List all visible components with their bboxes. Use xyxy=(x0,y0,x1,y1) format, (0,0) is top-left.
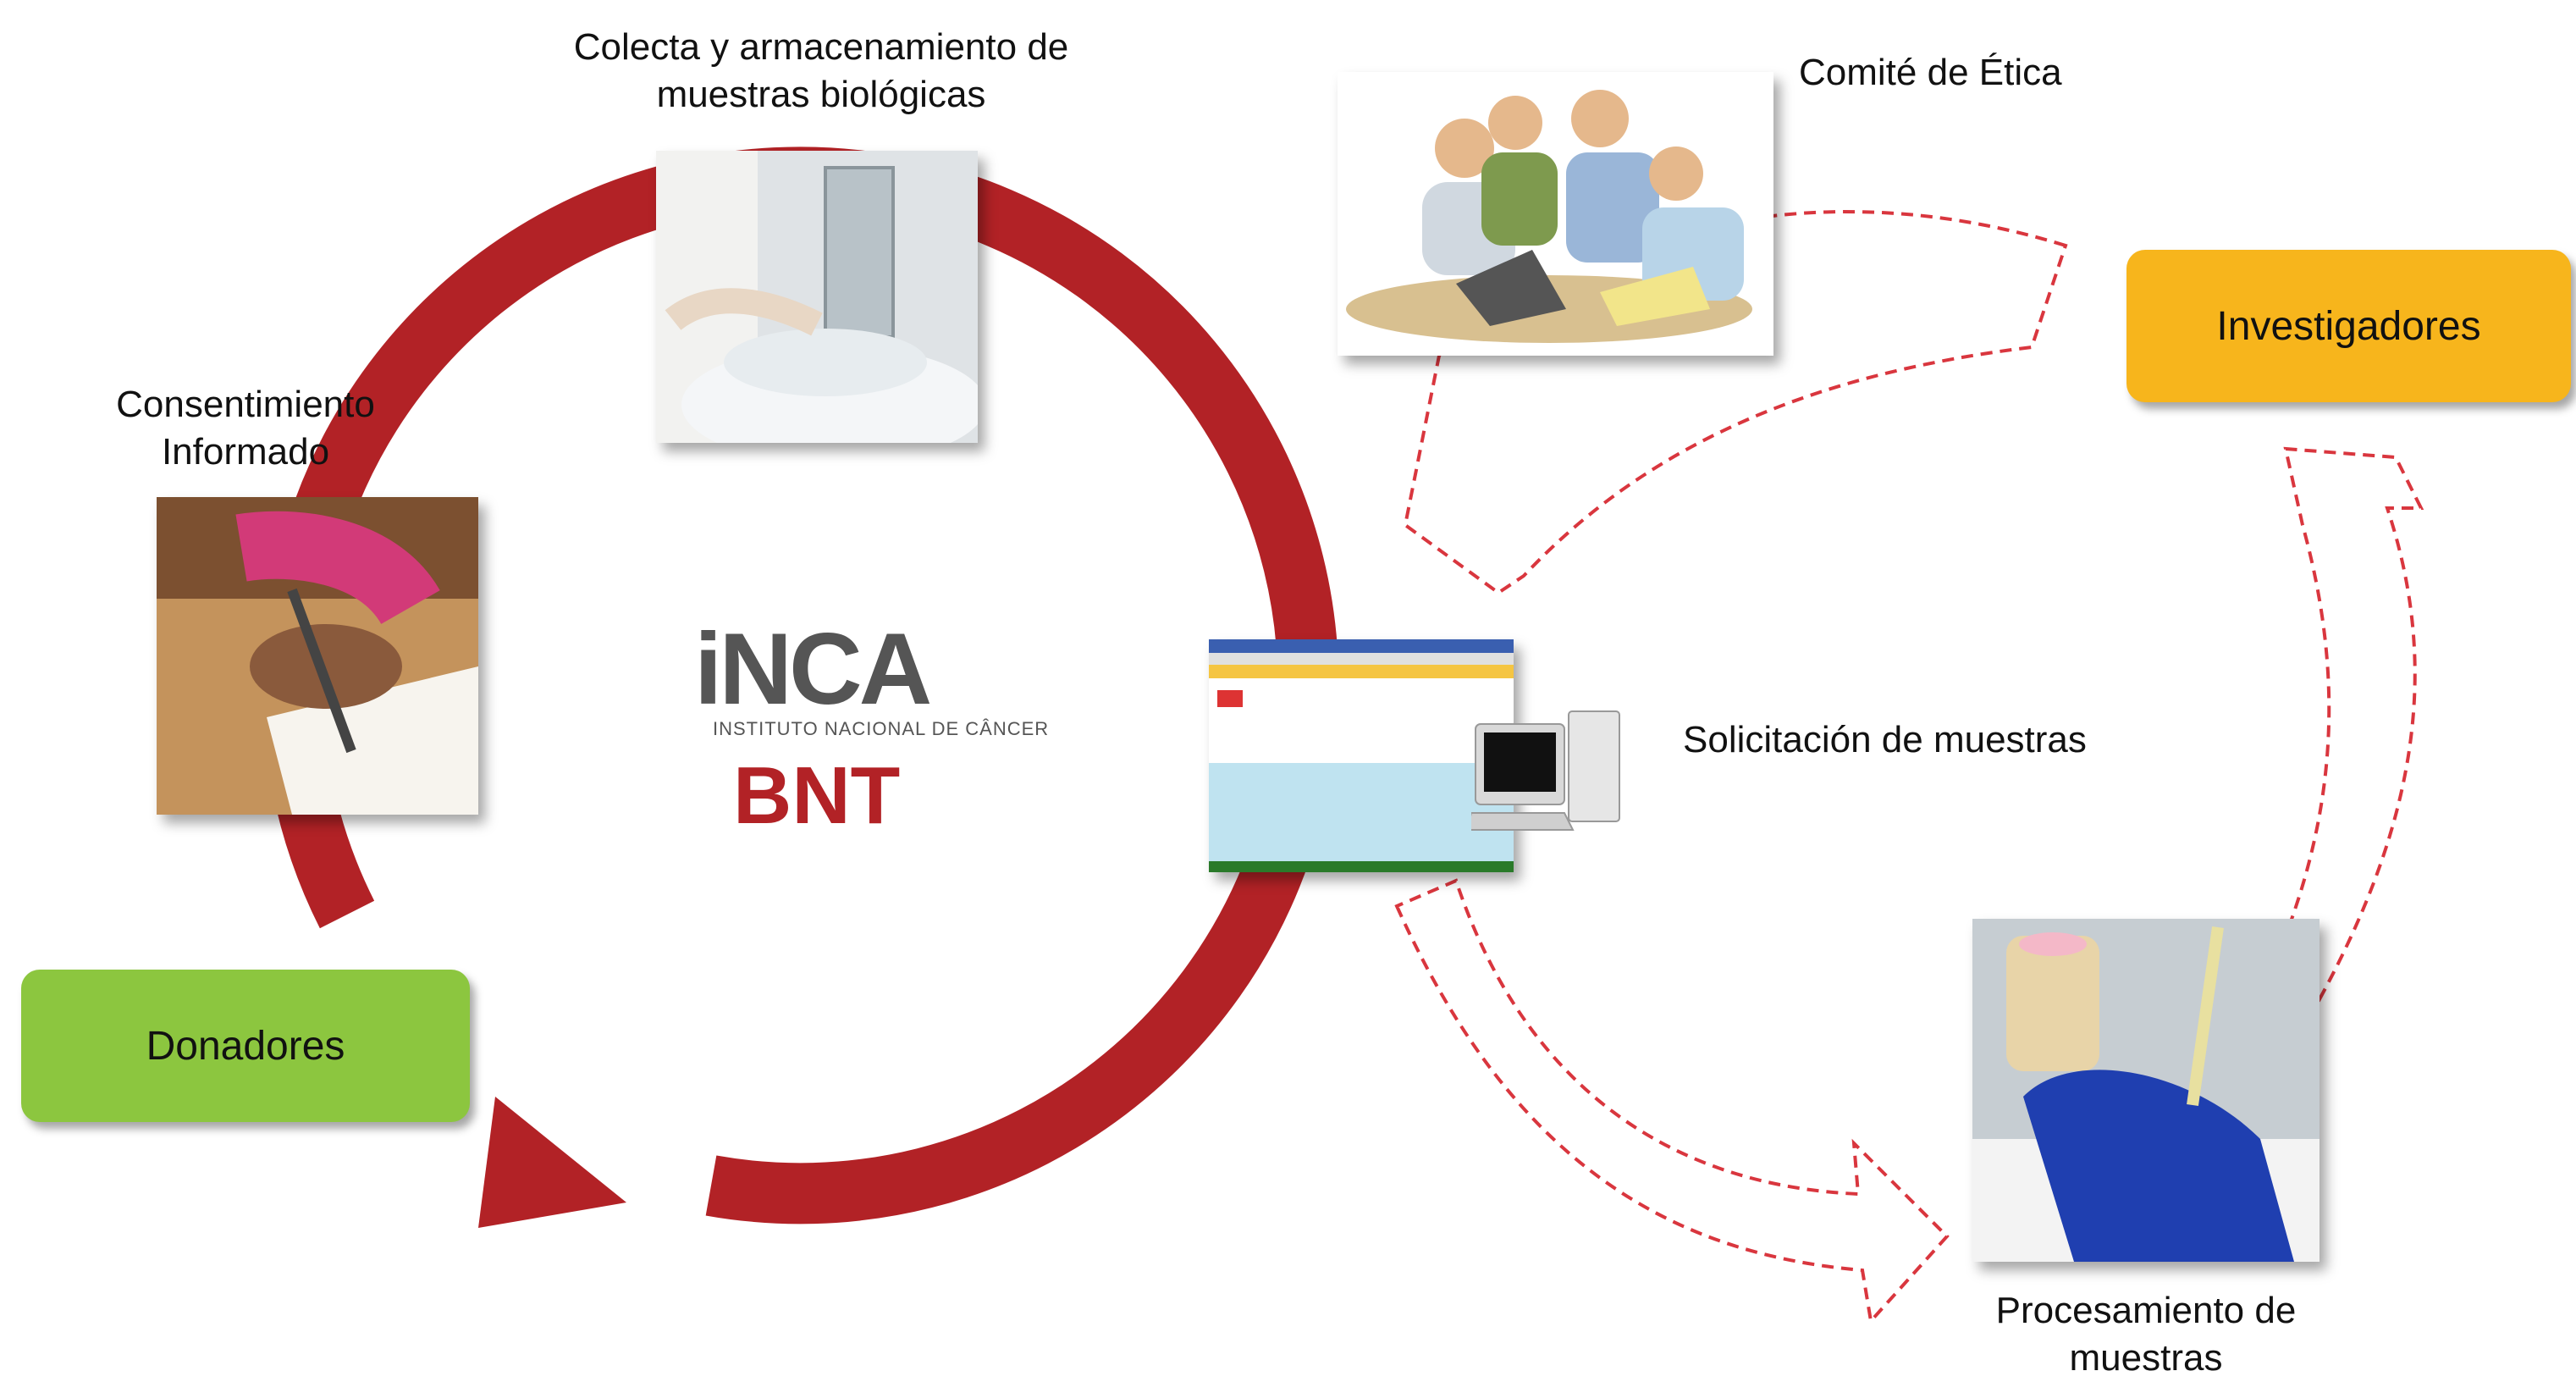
label-processing-line2: muestras xyxy=(2069,1337,2223,1379)
dashed-arrow-researchers xyxy=(2275,446,2424,1003)
researchers-box: Investigadores xyxy=(2126,250,2571,402)
label-collection: Colecta y armacenamiento de muestras bio… xyxy=(559,24,1084,119)
label-processing: Procesamiento de muestras xyxy=(1972,1287,2320,1382)
computer-icon xyxy=(1465,707,1628,834)
bnt-logo: BNT xyxy=(733,750,901,841)
label-collection-line1: Colecta y armacenamiento de xyxy=(573,26,1069,68)
cycle-arrowhead xyxy=(478,1097,626,1228)
request-system-screenshot xyxy=(1209,639,1514,872)
cycle-ring xyxy=(262,146,1339,1224)
label-collection-line2: muestras biológicas xyxy=(656,74,986,115)
label-consent-line2: Informado xyxy=(161,431,330,473)
ethics-committee-illustration xyxy=(1338,72,1773,356)
label-consent-line1: Consentimiento xyxy=(116,384,375,425)
donors-box: Donadores xyxy=(21,970,470,1122)
signing-photo xyxy=(157,497,478,815)
freezer-photo xyxy=(656,151,978,443)
dashed-arrow-ethics xyxy=(1403,210,2068,595)
label-request: Solicitación de muestras xyxy=(1683,719,2087,760)
inca-logo-subtitle: INSTITUTO NACIONAL DE CÂNCER xyxy=(713,718,1050,739)
inca-logo: iNCA xyxy=(694,612,932,726)
processing-photo xyxy=(1972,919,2320,1262)
label-ethics: Comité de Ética xyxy=(1799,52,2062,93)
dashed-arrow-processing xyxy=(1394,878,1950,1325)
label-consent: Consentimiento Informado xyxy=(93,381,398,476)
label-processing-line1: Procesamiento de xyxy=(1995,1290,2297,1331)
